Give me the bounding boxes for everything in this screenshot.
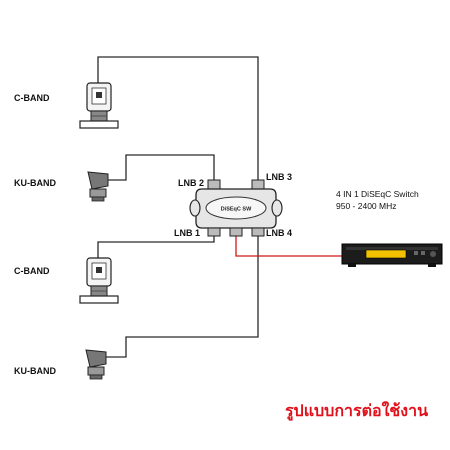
cable-cband-bottom <box>97 232 215 258</box>
cable-receiver <box>235 232 342 257</box>
cband-bottom-label: C-BAND <box>14 266 50 276</box>
port-label-lnb2: LNB 2 <box>178 178 204 188</box>
receiver-icon <box>341 243 443 267</box>
cables <box>97 56 259 358</box>
port-label-lnb4: LNB 4 <box>266 228 292 238</box>
switch-frequency: 950 - 2400 MHz <box>336 201 396 211</box>
cband-lnb-bottom-icon <box>79 257 119 304</box>
kuband-lnb-top-icon <box>87 171 109 202</box>
switch-title: 4 IN 1 DiSEqC Switch <box>336 189 419 199</box>
cable-cband-top <box>97 56 259 180</box>
kuband-bottom-label: KU-BAND <box>14 366 56 376</box>
diseqc-switch: DiSEqC SW <box>189 179 283 237</box>
port-label-lnb3: LNB 3 <box>266 172 292 182</box>
caption-text: รูปแบบการต่อใช้งาน <box>285 401 428 422</box>
cable-kuband-bottom <box>106 232 259 358</box>
kuband-top-label: KU-BAND <box>14 178 56 188</box>
cband-lnb-top-icon <box>79 82 119 129</box>
kuband-lnb-bottom-icon <box>85 349 107 380</box>
cband-top-label: C-BAND <box>14 93 50 103</box>
switch-body-text: DiSEqC SW <box>221 207 252 213</box>
port-label-lnb1: LNB 1 <box>174 228 200 238</box>
cable-kuband-top <box>108 154 215 181</box>
